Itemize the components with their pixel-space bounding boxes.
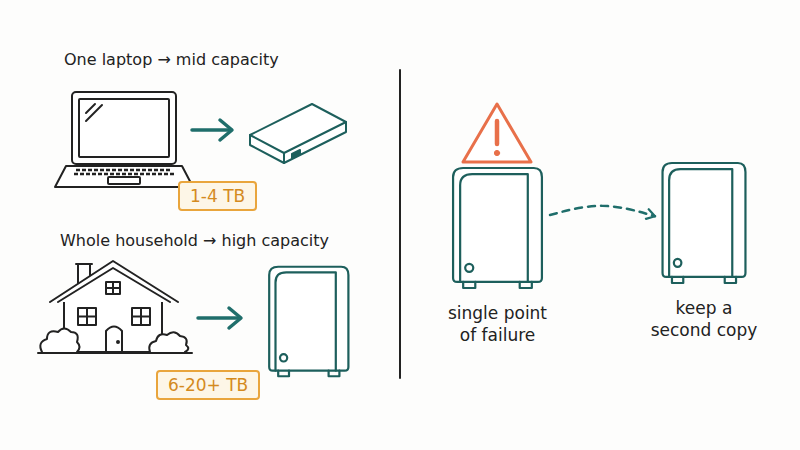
house-door (106, 327, 122, 353)
tower-caption: single point of failure (442, 302, 554, 346)
drive-edge (250, 122, 346, 153)
section-heading: One laptop → mid capacity (64, 50, 279, 69)
tower-outline (445, 165, 550, 290)
house-window (78, 308, 96, 325)
house-roof-line (58, 268, 170, 302)
house-illustration (38, 261, 192, 353)
warning-triangle (463, 104, 531, 162)
arrow-head (229, 308, 241, 328)
tower-body (663, 163, 746, 277)
tower-feet (278, 371, 339, 377)
nas-tower (269, 267, 348, 376)
power-button (280, 354, 287, 361)
window-cross (106, 282, 120, 294)
laptop-illustration (55, 92, 193, 187)
storage-tower: single point of failure (445, 165, 550, 290)
arrow-shaft (198, 316, 240, 320)
laptop-keys (76, 169, 172, 172)
external-drive (250, 104, 346, 163)
tower-body (269, 267, 348, 371)
capacity-text: 6-20+ TB (168, 375, 248, 395)
tower-body (453, 168, 542, 282)
tower-outline (655, 160, 753, 285)
window-cross (132, 308, 150, 325)
tower-feet (672, 277, 736, 283)
capacity-text: 1-4 TB (190, 186, 245, 206)
tower-caption: keep a second copy (648, 297, 760, 341)
teal-arrow (192, 120, 232, 140)
screen-glare (86, 105, 102, 121)
tower-feet (463, 282, 532, 288)
capacity-badge: 1-4 TB (178, 181, 257, 211)
warning-dot (494, 150, 499, 155)
arrow-shaft (192, 128, 231, 132)
screen-glare (86, 104, 95, 113)
drive-edge (283, 153, 285, 163)
warning-bar (495, 121, 500, 144)
drive-port (292, 150, 300, 158)
bush (149, 332, 188, 352)
ground-line (38, 352, 192, 354)
capacity-badge: 6-20+ TB (156, 370, 260, 400)
power-button (465, 264, 473, 272)
drive-body (250, 104, 346, 163)
tower-panel (276, 272, 336, 370)
laptop-touchpad (108, 177, 140, 184)
door-knob (117, 341, 119, 343)
section-heading: Whole household → high capacity (60, 231, 329, 250)
arrow-head (220, 120, 232, 140)
tower-panel (669, 169, 732, 277)
laptop-base (55, 166, 193, 187)
laptop-keys (74, 173, 174, 176)
laptop-screen (72, 92, 176, 164)
teal-arrow (198, 308, 241, 328)
house-window (132, 308, 150, 325)
house-attic-window (106, 282, 120, 294)
laptop-display (79, 99, 169, 157)
tower-panel (460, 174, 528, 282)
warning-icon (463, 104, 531, 162)
window-cross (78, 308, 96, 325)
house-roof (50, 261, 178, 302)
bush (40, 329, 79, 353)
power-button (674, 259, 682, 267)
storage-tower: keep a second copy (655, 160, 753, 285)
dashed-connector (550, 206, 655, 216)
chimney-cap (76, 263, 92, 265)
divider-line (399, 70, 401, 378)
